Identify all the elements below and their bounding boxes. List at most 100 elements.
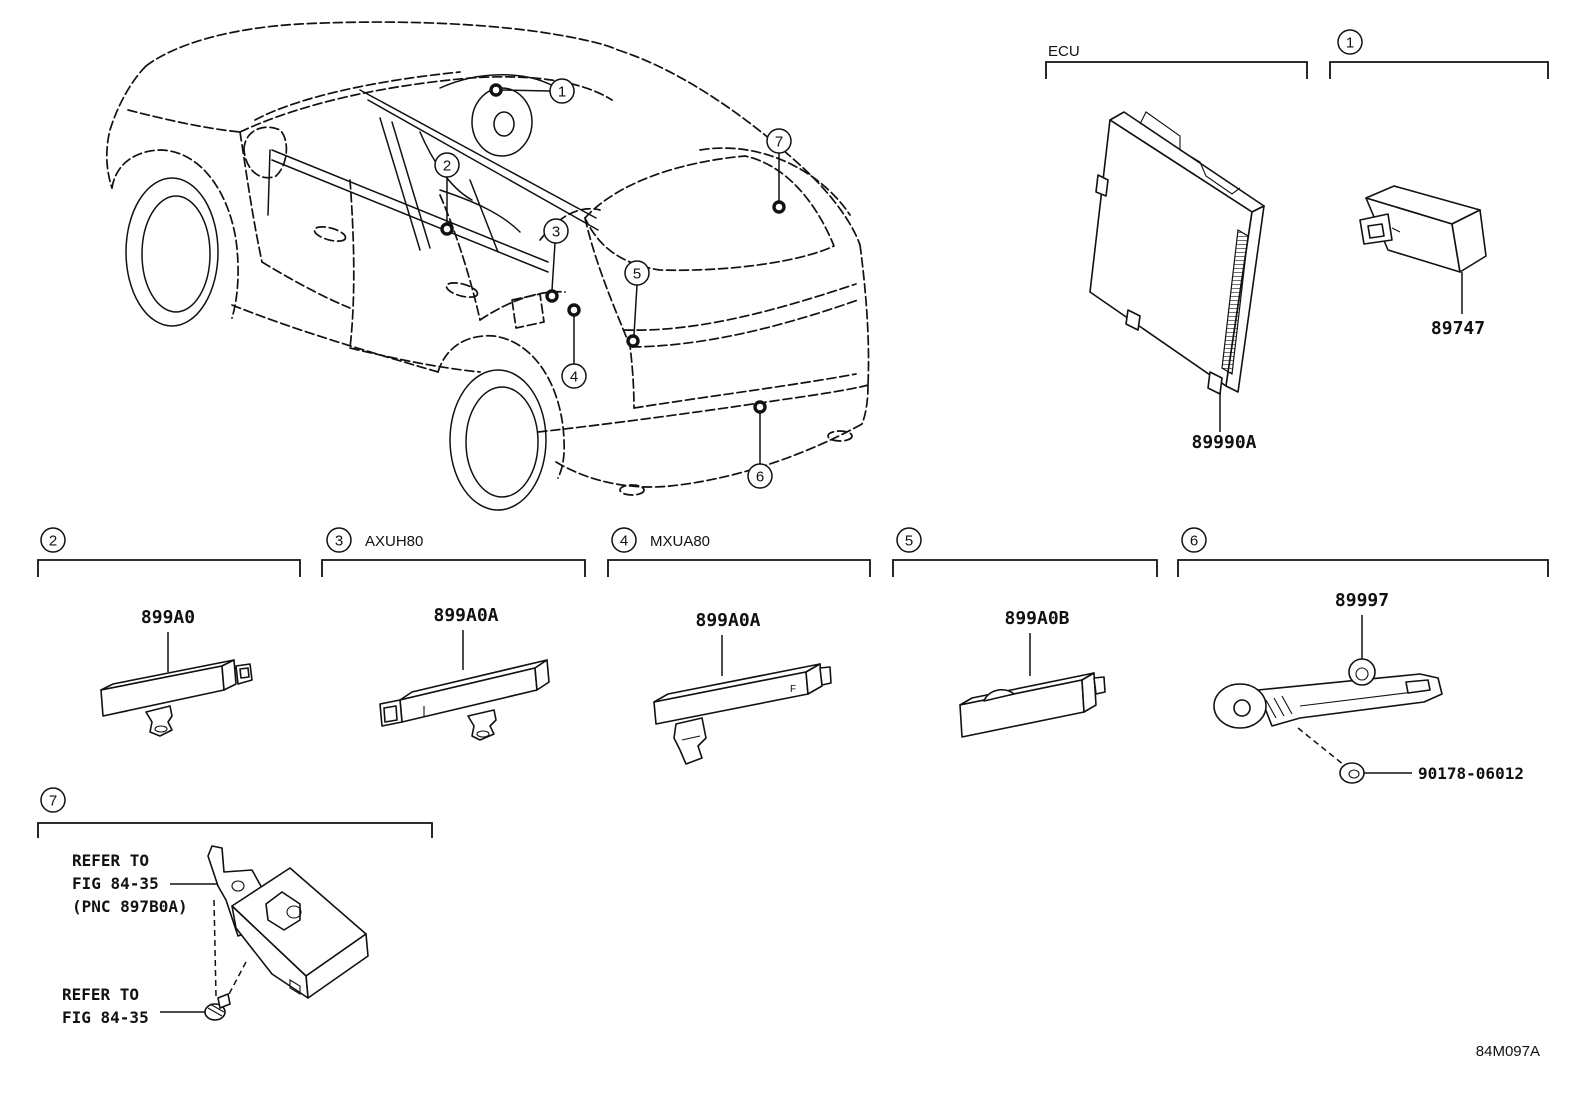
ecu-bracket	[1045, 61, 1308, 79]
module-connector	[819, 666, 832, 686]
callout-circle	[766, 128, 792, 154]
sensor-connector	[1405, 679, 1431, 694]
section-3-callout: 3	[326, 527, 352, 553]
part-number-899A0A[interactable]: 899A0A	[433, 605, 498, 626]
callout-circle	[624, 260, 650, 286]
front-rim	[141, 195, 211, 313]
rear-rim	[465, 386, 539, 498]
ecu-section: ECU 89990A	[1045, 43, 1308, 453]
vehicle-callouts: 1 2 3 4 5	[434, 78, 792, 489]
figure-code: 84M097A	[1476, 1043, 1540, 1060]
front-wheel-arch	[111, 149, 239, 319]
callout-circle	[40, 527, 66, 553]
rear-spoiler	[699, 147, 851, 216]
module-clip-foot	[476, 730, 490, 738]
ecu-module-drawing	[1089, 111, 1265, 395]
location-marker-7	[772, 200, 786, 214]
module-clip	[673, 717, 707, 765]
relay-connector-socket	[1367, 223, 1385, 239]
callout-circle	[549, 78, 575, 104]
rear-tire	[449, 369, 547, 511]
seat-cushion	[439, 189, 521, 233]
roof-rail	[254, 71, 461, 121]
install-line	[227, 961, 247, 997]
tailgate-lower	[633, 373, 857, 409]
module-clip-detail	[681, 735, 701, 741]
steering-wheel	[471, 87, 533, 157]
section-4-bracket	[607, 559, 871, 577]
part-number-899A0B[interactable]: 899A0B	[1004, 608, 1069, 629]
front-pillar	[267, 149, 271, 216]
ecu-connector-pins	[1221, 229, 1249, 375]
section-3-model: AXUH80	[365, 533, 423, 550]
rear-fender-line	[479, 290, 566, 321]
ecu-tab	[1125, 309, 1141, 331]
bracket-hole	[231, 880, 245, 892]
part-number-89997[interactable]: 89997	[1335, 590, 1389, 611]
part-number-89990A[interactable]: 89990A	[1191, 432, 1256, 453]
exhaust-left	[619, 484, 645, 496]
section-5: 5 899A0B	[892, 527, 1158, 738]
location-marker-5	[626, 334, 640, 348]
callout-number: 1	[558, 84, 566, 101]
callout-circle	[1337, 29, 1363, 55]
antenna-module-drawing	[959, 672, 1106, 738]
section-1: 1 89747	[1329, 29, 1549, 339]
roof-line	[145, 21, 619, 67]
part-number-899A0A[interactable]: 899A0A	[695, 610, 760, 631]
location-marker-3	[545, 289, 559, 303]
reference-figure[interactable]: FIG 84-35	[62, 1008, 149, 1027]
fuel-lid	[511, 293, 545, 329]
callout-1: 1	[549, 78, 575, 104]
exhaust-right	[827, 430, 853, 442]
module-clip	[145, 705, 173, 737]
vehicle-wheels	[125, 177, 853, 511]
reference-figure[interactable]: FIG 84-35	[72, 874, 159, 893]
section-number: 6	[1190, 533, 1198, 550]
sensor-mount-hole	[1233, 699, 1251, 717]
antenna-module-drawing: F	[653, 663, 832, 765]
steering-hub	[493, 111, 515, 137]
install-line	[213, 899, 217, 997]
section-3-bracket	[321, 559, 586, 577]
bolt-hatch	[209, 1003, 225, 1013]
part-number-90178-06012[interactable]: 90178-06012	[1418, 764, 1524, 783]
module-end	[1081, 672, 1097, 713]
rear-roof-line	[617, 49, 861, 246]
roof-side-rail-lower	[367, 99, 599, 231]
callout-5: 5	[624, 260, 650, 286]
section-5-bracket	[892, 559, 1158, 577]
clip-body	[1339, 762, 1365, 784]
module-face	[653, 671, 809, 725]
section-4-model: MXUA80	[650, 533, 710, 550]
section-number: 2	[49, 533, 57, 550]
module-latch-pin	[286, 905, 302, 919]
section-4-callout: 4	[611, 527, 637, 553]
module-clip-foot	[154, 725, 168, 733]
bumper-side	[861, 384, 869, 425]
section-2-bracket	[37, 559, 301, 577]
rear-door-handle	[445, 282, 479, 298]
callout-4: 4	[561, 363, 587, 389]
ecu-tab	[1095, 174, 1109, 197]
section-number: 3	[335, 533, 343, 550]
tail-lamp-upper	[623, 283, 857, 332]
ecu-connector-ridge	[1139, 111, 1241, 195]
module-connector-socket	[383, 705, 398, 723]
callout-6: 6	[747, 463, 773, 489]
part-number-899A0[interactable]: 899A0	[141, 607, 195, 628]
rear-wheel-arch	[437, 335, 566, 479]
sensor-bracket-drawing	[1213, 658, 1443, 729]
callout-number: 7	[775, 134, 783, 151]
part-number-89747[interactable]: 89747	[1431, 318, 1485, 339]
roof-side-rail-upper	[359, 89, 597, 219]
relay-latch	[1391, 227, 1401, 233]
bolt-drawing	[204, 993, 231, 1021]
side-mirror	[243, 126, 288, 179]
module-with-bracket-drawing	[207, 845, 369, 999]
antenna-module-drawing	[100, 659, 253, 737]
section-4: 4 MXUA80 899A0A F	[607, 527, 871, 765]
section-1-callout: 1	[1337, 29, 1363, 55]
callout-circle	[543, 218, 569, 244]
sensor-hatch	[1281, 695, 1293, 715]
